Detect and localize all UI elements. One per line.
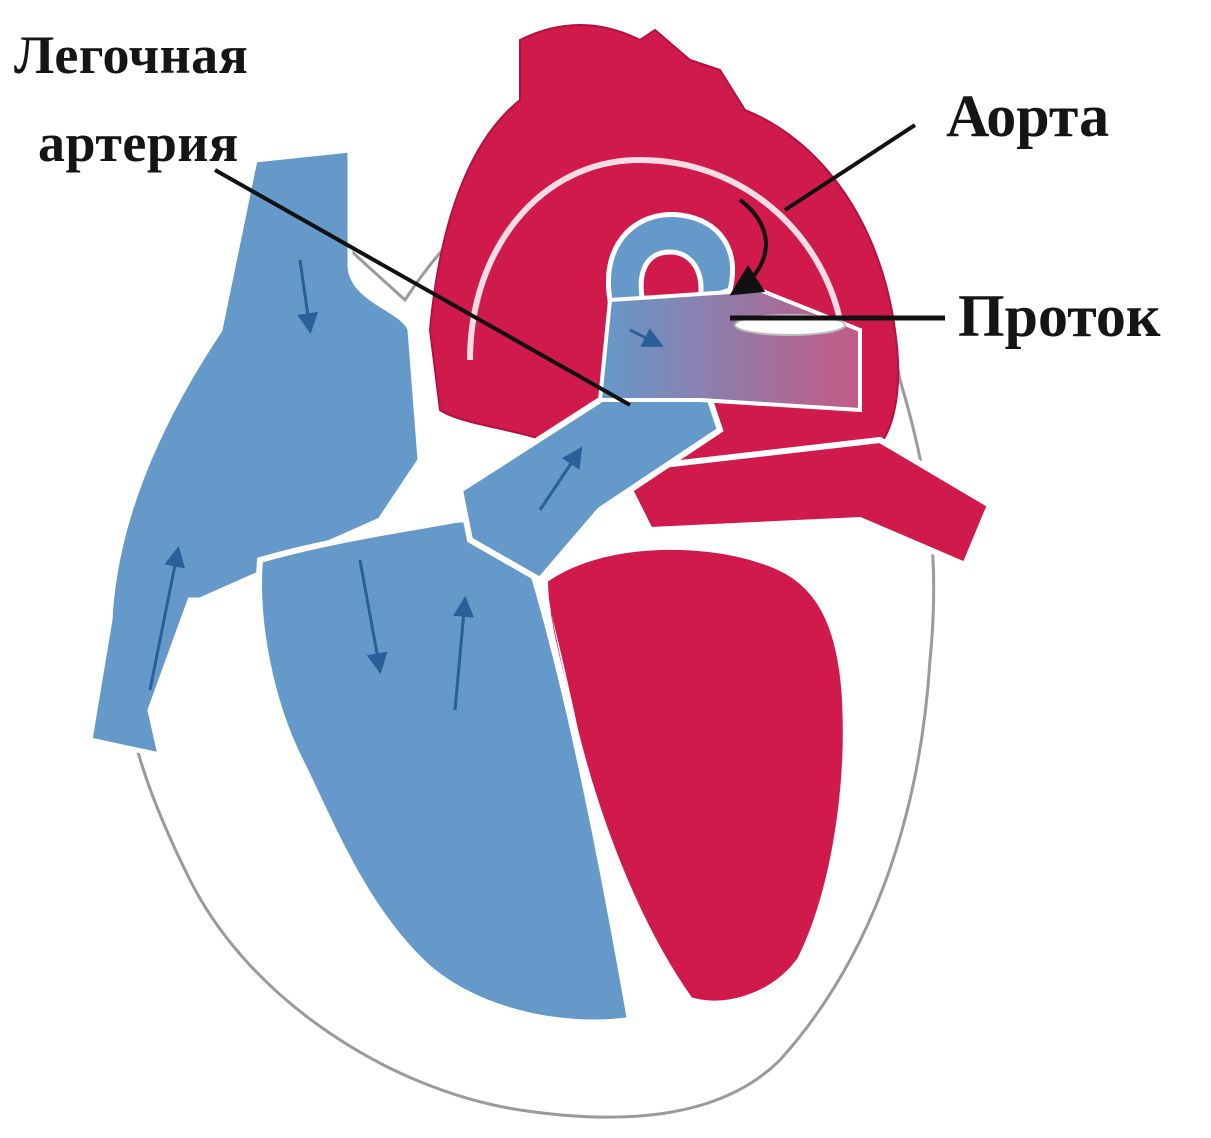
label-aorta: Аорта bbox=[946, 86, 1109, 146]
label-duct: Проток bbox=[958, 286, 1161, 346]
label-pulmonary-artery-line2: артерия bbox=[38, 116, 239, 170]
label-pulmonary-artery-line1: Легочная bbox=[14, 28, 248, 82]
